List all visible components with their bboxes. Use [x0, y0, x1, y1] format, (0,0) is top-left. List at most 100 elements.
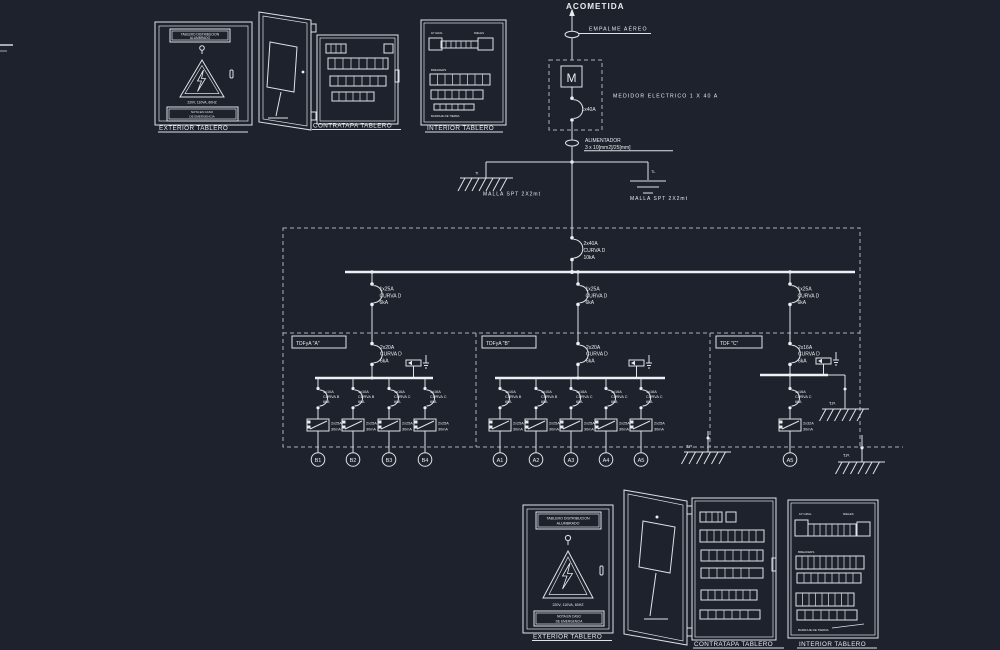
door-knob-icon	[301, 70, 305, 74]
svg-text:2x25A: 2x25A	[513, 422, 524, 426]
svg-text:30mA: 30mA	[402, 428, 412, 432]
svg-text:6kA: 6kA	[646, 400, 653, 404]
acometida-label: ACOMETIDA	[566, 2, 625, 11]
malla-right-label: MALLA SPT 2X2mt	[630, 196, 688, 202]
cabinet-bottom-contratapa: CONTRATAPA TABLERO	[623, 489, 784, 649]
svg-text:6kA: 6kA	[394, 400, 401, 404]
circuit-b3: 1x16A CURVA C 6kA 2x25A 30mA B3	[377, 378, 413, 467]
warning-triangle-icon	[542, 549, 594, 599]
main-breaker-curve: CURVA D	[584, 248, 606, 254]
circuit-id-circle	[563, 452, 579, 467]
cabinet-bottom-interior: 1P GRAL RIELES BREAKERS BARRAJE DE TIERR…	[787, 499, 879, 649]
circuit-a4: 1x16A CURVA C 6kA 2x25A 30mA A4	[594, 378, 630, 467]
circuit-a1: 1x10A CURVA B 6kA 2x25A 30mA A1	[488, 378, 524, 467]
panel-b-breaker-amps: 2x20A	[586, 345, 601, 351]
panel-b-title-box	[481, 335, 537, 349]
svg-text:6kA: 6kA	[611, 400, 618, 404]
panel-a-breaker-ka: 6kA	[380, 358, 389, 364]
svg-text:2x25A: 2x25A	[366, 422, 377, 426]
handle-icon	[599, 565, 604, 576]
rating-label: 220V, 110VA, 60HZ	[552, 603, 584, 607]
svg-text:2x25A: 2x25A	[584, 422, 595, 426]
svg-text:2x25A: 2x25A	[619, 422, 630, 426]
ground-hatch-icon	[819, 408, 869, 422]
medidor-label: MEDIDOR ELECTRICO 1 X 40 A	[613, 94, 718, 100]
feeder-node	[565, 139, 579, 147]
svg-text:1x10A: 1x10A	[358, 390, 369, 394]
svg-text:30mA: 30mA	[366, 428, 376, 432]
svg-text:CURVA B: CURVA B	[323, 395, 340, 399]
svg-text:6kA: 6kA	[576, 400, 583, 404]
svg-text:1P GRAL: 1P GRAL	[431, 31, 443, 35]
panel-c-breaker-ka: 6kA	[798, 358, 807, 364]
circuit-a2: 1x10A CURVA B 6kA 2x25A 30mA A2	[524, 378, 560, 467]
circuit-id-circle	[417, 452, 433, 467]
panel-c-tp-ground: T.P.	[819, 374, 869, 422]
keyhole-icon	[199, 45, 205, 54]
caption-interior-bottom: INTERIOR TABLERO	[799, 641, 866, 648]
circuit-id-circle	[381, 452, 397, 467]
svg-text:BARRAJE DE TIERRA: BARRAJE DE TIERRA	[798, 628, 829, 632]
svg-text:6kA: 6kA	[323, 400, 330, 404]
alimentador-line2: 3 x 10[mm2]/25[mm]	[585, 145, 631, 151]
earthing-left: Tt MALLA SPT 2X2mt	[457, 161, 572, 198]
rating-label: 220V, 110VA, 60HZ	[187, 101, 216, 105]
panel-a-title-box	[291, 335, 347, 349]
breaker-arc-icon	[791, 285, 801, 304]
circuit-b1: 1x10A CURVA B 6kA 2x25A 30mA B1	[306, 378, 342, 467]
svg-text:B4: B4	[422, 458, 429, 464]
cover-cutouts	[325, 43, 400, 102]
feeder-c-ka: 6kA	[798, 300, 807, 306]
circuit-id-circle	[598, 452, 614, 467]
tp-label: T.P.	[686, 444, 693, 449]
panel-c-title-box	[715, 335, 763, 349]
caption-exterior-bottom: EXTERIOR TABLERO	[533, 634, 602, 641]
svg-text:1x16A: 1x16A	[576, 390, 587, 394]
circuit-a5: 1x16A CURVA C 6kA 2x25A 30mA A5	[629, 378, 665, 467]
arrow-up-icon	[569, 8, 575, 16]
svg-text:30mA: 30mA	[513, 428, 523, 432]
caption-contratapa-bottom: CONTRATAPA TABLERO	[694, 641, 773, 648]
tp-label: T.P.	[829, 401, 836, 406]
svg-text:30mA: 30mA	[619, 428, 629, 432]
svg-text:6kA: 6kA	[505, 400, 512, 404]
svg-text:CURVA B: CURVA B	[541, 395, 558, 399]
ground-bar-tag	[405, 355, 429, 378]
alimentador-line1: ALIMENTADOR	[585, 138, 621, 144]
ground-tag-right: TL	[651, 170, 655, 174]
svg-text:1x10A: 1x10A	[323, 390, 334, 394]
circuit-id-circle	[528, 452, 544, 467]
panel-a-title: TDFyA "A"	[296, 341, 320, 347]
circuit-b2: 1x10A CURVA B 6kA 2x25A 30mA B2	[341, 378, 377, 467]
svg-text:6kA: 6kA	[541, 400, 548, 404]
panel-c-breaker-amps: 2x16A	[798, 345, 813, 351]
circuit-id-circle	[633, 452, 649, 467]
cover-panel	[316, 34, 399, 125]
svg-text:TABLERO DISTRIBUCION: TABLERO DISTRIBUCION	[546, 517, 590, 521]
panel-c-breaker-curve: CURVA D	[798, 352, 820, 358]
svg-text:1x16A: 1x16A	[394, 390, 405, 394]
edge-marks	[0, 44, 13, 52]
svg-text:2x32A: 2x32A	[803, 422, 814, 426]
circuit-c1: 1x16A CURVA C 6kA 2x32A 30mA A5	[778, 375, 814, 467]
svg-text:30mA: 30mA	[438, 428, 448, 432]
cabinet-top-contratapa: CONTRATAPA TABLERO	[258, 11, 401, 131]
breaker-arc-icon	[573, 238, 584, 259]
svg-text:ALUMBRADO: ALUMBRADO	[557, 522, 580, 526]
svg-text:CURVA B: CURVA B	[505, 395, 522, 399]
panel-c: 2x16A CURVA D 6kA T.P.	[760, 341, 869, 467]
ground-bar-tag	[628, 355, 652, 378]
note-plate	[533, 610, 605, 627]
ground-hatch-icon	[457, 177, 513, 192]
circuit-id-circle	[782, 452, 798, 467]
svg-text:CURVA C: CURVA C	[795, 395, 812, 399]
splice-node	[564, 30, 580, 39]
svg-text:NOTA EN CASO: NOTA EN CASO	[191, 110, 214, 114]
tp-ground-right: T.P.	[835, 435, 885, 475]
svg-text:A1: A1	[497, 458, 504, 464]
malla-left-label: MALLA SPT 2X2mt	[483, 192, 541, 198]
svg-text:A3: A3	[568, 458, 575, 464]
svg-text:6kA: 6kA	[358, 400, 365, 404]
service-entrance: ACOMETIDA EMPALME AÉREO	[564, 2, 651, 60]
